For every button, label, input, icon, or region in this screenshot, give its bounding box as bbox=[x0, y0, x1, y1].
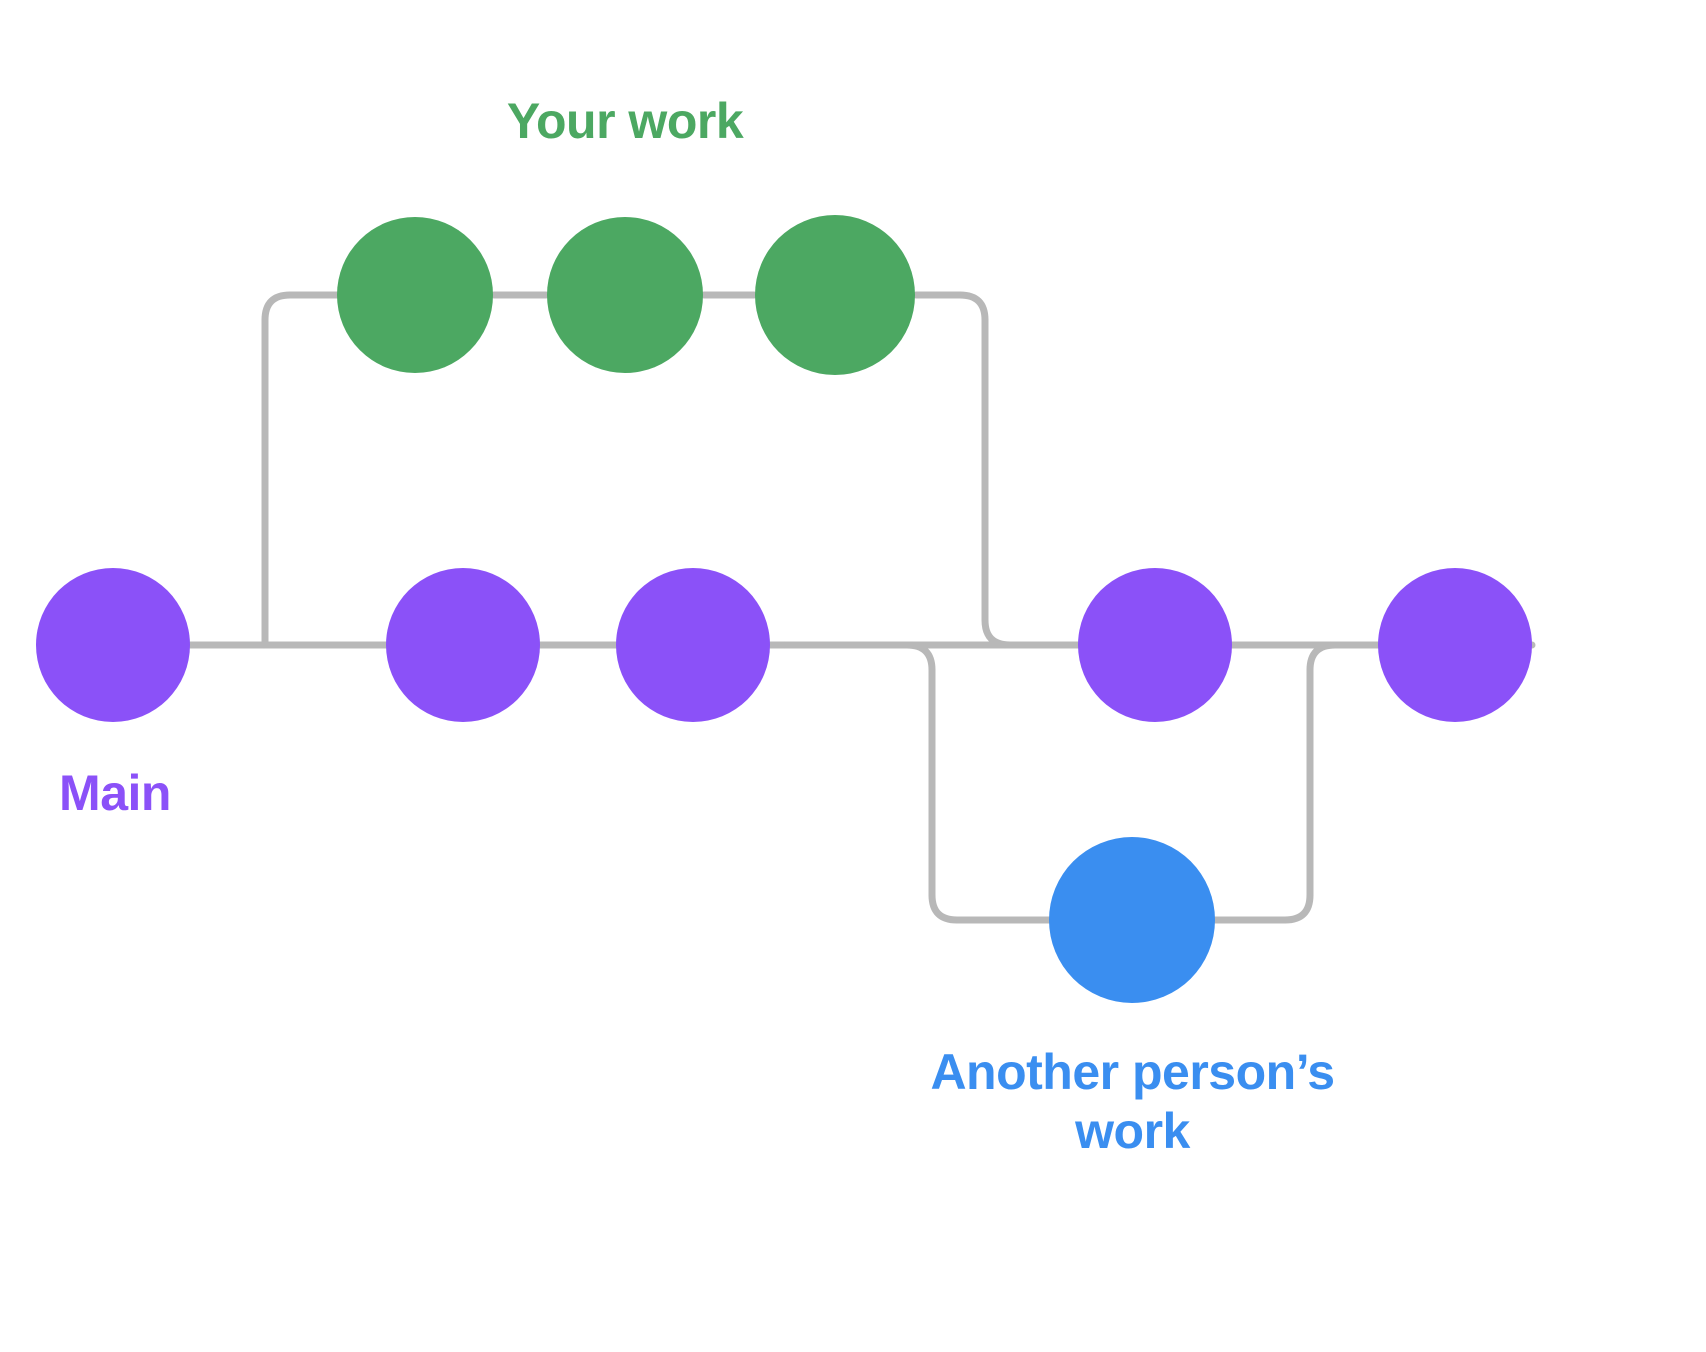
commit-node-main-5[interactable] bbox=[1378, 568, 1532, 722]
branch-label-main: Main bbox=[59, 765, 171, 821]
connector-layer bbox=[186, 291, 1536, 924]
branch-label-your-work: Your work bbox=[506, 93, 744, 149]
connector-merge-your-work bbox=[912, 291, 1074, 649]
commit-node-another-person-1[interactable] bbox=[1049, 837, 1215, 1003]
commit-node-main-3[interactable] bbox=[616, 568, 770, 722]
branch-label-another-person: Another person’s work bbox=[930, 1044, 1335, 1159]
node-layer bbox=[36, 215, 1532, 1003]
commit-node-your-work-1[interactable] bbox=[337, 217, 493, 373]
commit-node-main-4[interactable] bbox=[1078, 568, 1232, 722]
connector-branch-out-other bbox=[782, 641, 1056, 924]
commit-node-main-1[interactable] bbox=[36, 568, 190, 722]
connector-branch-out-your-work bbox=[261, 291, 342, 649]
connector-merge-other bbox=[1208, 641, 1384, 924]
commit-node-your-work-2[interactable] bbox=[547, 217, 703, 373]
commit-node-main-2[interactable] bbox=[386, 568, 540, 722]
commit-node-your-work-3[interactable] bbox=[755, 215, 915, 375]
